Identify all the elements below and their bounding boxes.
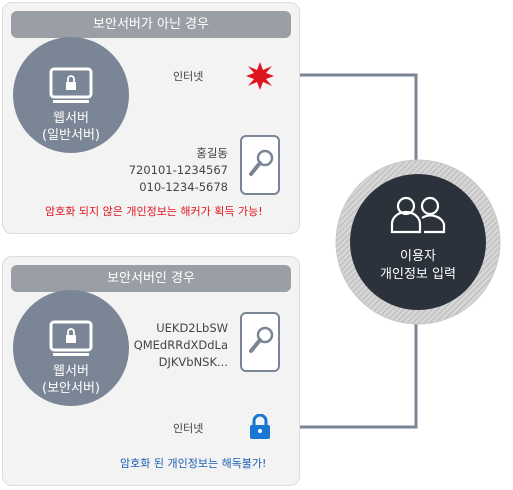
server-label-line1: 웹서버 (53, 111, 89, 126)
insecure-phone (240, 135, 280, 195)
user-label-line2: 개인정보 입력 (380, 267, 456, 282)
top-connector (266, 73, 418, 165)
insecure-panel-title: 보안서버가 아닌 경우 (11, 11, 291, 38)
wrench-icon (249, 326, 274, 353)
insecure-warning: 암호화 되지 않은 개인정보는 해커가 획득 가능! (45, 205, 263, 218)
web-server-secure: 웹서버 (보안서버) (13, 290, 129, 406)
insecure-internet-label: 인터넷 (170, 68, 207, 84)
lock-icon (250, 414, 270, 439)
encrypted-info-line3: DJKVbNSK... (158, 355, 228, 369)
web-server-general: 웹서버 (일반서버) (13, 37, 129, 153)
secure-internet-label: 인터넷 (170, 420, 207, 436)
hacker-burst-icon (246, 62, 274, 90)
user-circle (335, 159, 501, 325)
users-icon (390, 196, 446, 234)
server-label-line2: (일반서버) (42, 128, 100, 143)
encrypted-info: UEKD2LbSW QMEdRRdXDdLa DJKVbNSK... (134, 320, 228, 371)
monitor-lock-icon (49, 67, 93, 103)
secure-note: 암호화 된 개인정보는 해독불가! (120, 457, 267, 470)
user-label-line1: 이용자 (400, 249, 436, 264)
bottom-connector (270, 320, 418, 429)
encrypted-info-line1: UEKD2LbSW (156, 321, 228, 335)
encrypted-info-line2: QMEdRRdXDdLa (133, 338, 228, 352)
personal-info: 홍길동 720101-1234567 010-1234-5678 (129, 145, 228, 196)
personal-info-phone: 010-1234-5678 (139, 180, 228, 194)
user-label: 이용자 개인정보 입력 (334, 248, 502, 284)
wrench-icon (249, 149, 274, 176)
secure-phone (240, 312, 280, 372)
monitor-lock-icon (49, 320, 93, 356)
secure-panel-title: 보안서버인 경우 (11, 265, 291, 292)
personal-info-id: 720101-1234567 (128, 163, 228, 177)
personal-info-name: 홍길동 (196, 146, 228, 160)
server-label-line2: (보안서버) (42, 381, 100, 396)
server-label-line1: 웹서버 (53, 364, 89, 379)
